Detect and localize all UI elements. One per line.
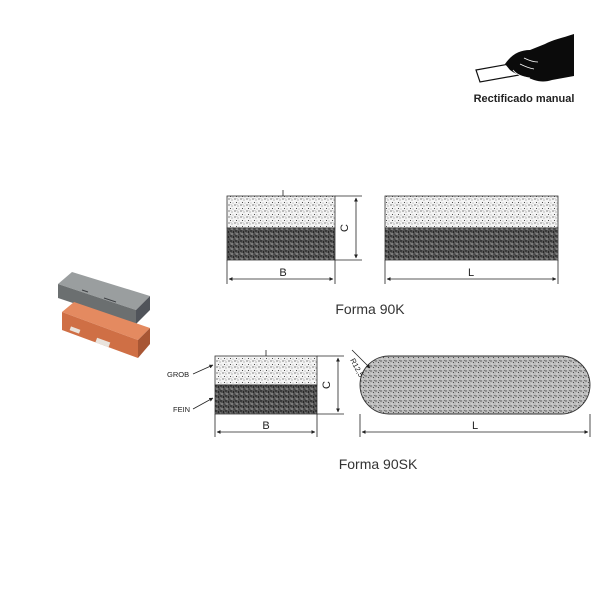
forma-90k-dim-c: C [335,195,362,261]
forma-90sk-drawing: GROB FEIN C B R12,5 [167,349,591,472]
badge-label: Rectificado manual [474,93,575,105]
forma-90k-drawing: C B L Forma 90K [226,190,559,317]
orange-stone [62,302,150,358]
manual-grinding-badge: Rectificado manual [474,34,575,105]
abrasive-stones-photo [58,272,150,358]
forma-90k-side-view [226,190,336,261]
forma-90k-dim-b: B [226,260,336,284]
forma-90k-front-view [384,195,559,261]
label-coarse-grob: GROB [167,370,189,379]
forma-90k-dim-l: L [384,260,559,284]
forma-90sk-label-l: L [472,420,478,432]
forma-90k-caption: Forma 90K [335,301,405,317]
forma-90k-label-c: C [339,224,351,232]
forma-90sk-label-c: C [321,381,333,389]
forma-90k-label-l: L [468,267,474,279]
forma-90sk-front-view [359,355,591,415]
forma-90sk-label-radius: R12,5 [348,357,365,379]
label-fine-fein: FEIN [173,405,190,414]
forma-90sk-grain-labels: GROB FEIN [167,364,214,414]
forma-90sk-dim-c: C [317,355,344,415]
grey-stone [58,272,150,324]
forma-90k-label-b: B [279,267,286,279]
forma-90sk-dim-l: L [359,414,591,437]
forma-90sk-dim-b: B [214,414,318,437]
forma-90sk-caption: Forma 90SK [339,456,418,472]
hand-holding-stone-icon [475,34,574,83]
forma-90sk-label-b: B [262,420,269,432]
forma-90sk-side-view [214,350,318,415]
